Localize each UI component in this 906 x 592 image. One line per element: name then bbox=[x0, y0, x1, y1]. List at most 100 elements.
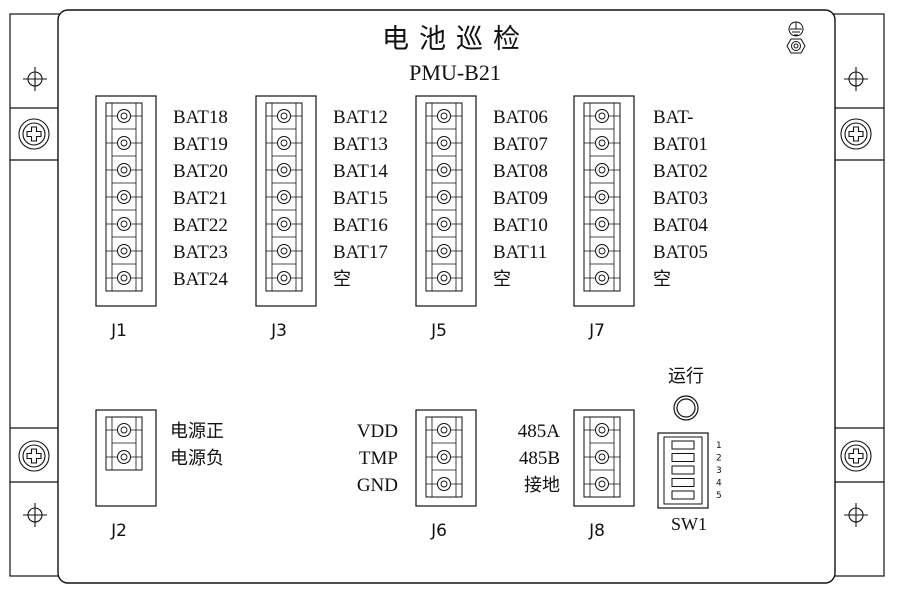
terminal-pin bbox=[426, 423, 462, 444]
terminal-pin bbox=[426, 450, 462, 471]
terminal-pin bbox=[266, 217, 302, 238]
connector-id: J7 bbox=[588, 321, 605, 341]
terminal-label: 485B bbox=[519, 448, 560, 469]
terminal-pin bbox=[426, 136, 462, 157]
terminal-housing bbox=[95, 95, 157, 307]
connector-id: J3 bbox=[270, 321, 287, 341]
terminal-label: 接地 bbox=[524, 475, 560, 496]
terminal-pin bbox=[266, 109, 302, 130]
dip-position-number: 2 bbox=[716, 454, 722, 464]
terminal-label: BAT03 bbox=[653, 188, 708, 209]
model-number: PMU-B21 bbox=[409, 60, 501, 85]
terminal-label: BAT08 bbox=[493, 161, 548, 182]
crosshair-hole-icon bbox=[23, 503, 47, 527]
terminal-label: BAT09 bbox=[493, 188, 548, 209]
terminal-pin bbox=[426, 109, 462, 130]
run-indicator-label: 运行 bbox=[668, 366, 704, 387]
terminal-housing bbox=[255, 95, 317, 307]
terminal-pin bbox=[426, 163, 462, 184]
left-bracket bbox=[9, 13, 61, 577]
terminal-pin bbox=[584, 190, 620, 211]
terminal-housing bbox=[573, 409, 635, 507]
terminal-pin bbox=[584, 244, 620, 265]
terminal-pin bbox=[106, 190, 142, 211]
terminal-pin bbox=[106, 423, 142, 444]
terminal-pin bbox=[266, 244, 302, 265]
terminal-label: 485A bbox=[518, 421, 561, 442]
phillips-screw-icon bbox=[18, 118, 50, 150]
terminal-label: 电源负 bbox=[170, 448, 224, 469]
dip-switch-slot[interactable] bbox=[671, 490, 695, 500]
terminal-label: BAT04 bbox=[653, 215, 708, 236]
ground-stud-icon bbox=[786, 38, 806, 54]
terminal-label: BAT24 bbox=[173, 269, 228, 290]
terminal-label: BAT20 bbox=[173, 161, 228, 182]
connector-id: J1 bbox=[110, 321, 127, 341]
terminal-pin bbox=[584, 477, 620, 491]
phillips-screw-icon bbox=[840, 118, 872, 150]
terminal-label: TMP bbox=[359, 448, 398, 469]
terminal-block-j8: 485A 485B 接地 J8 bbox=[518, 409, 635, 541]
terminal-housing bbox=[415, 409, 477, 507]
terminal-label: 空 bbox=[333, 269, 351, 290]
terminal-pin bbox=[106, 217, 142, 238]
terminal-pin bbox=[106, 109, 142, 130]
connector-id: J6 bbox=[430, 521, 447, 541]
crosshair-hole-icon bbox=[23, 67, 47, 91]
terminal-pin bbox=[584, 271, 620, 285]
terminal-pin bbox=[266, 163, 302, 184]
terminal-label: BAT18 bbox=[173, 107, 228, 128]
terminal-pin bbox=[584, 163, 620, 184]
terminal-pin bbox=[584, 450, 620, 471]
terminal-label: BAT19 bbox=[173, 134, 228, 155]
terminal-label: BAT15 bbox=[333, 188, 388, 209]
dip-switch-slot[interactable] bbox=[671, 453, 695, 462]
dip-position-number: 3 bbox=[716, 466, 722, 476]
terminal-pin bbox=[106, 136, 142, 157]
panel-title: 电池巡检 bbox=[382, 24, 530, 55]
phillips-screw-icon bbox=[18, 440, 50, 472]
terminal-label: BAT21 bbox=[173, 188, 228, 209]
terminal-housing bbox=[415, 95, 477, 307]
terminal-pin bbox=[584, 217, 620, 238]
terminal-label: BAT01 bbox=[653, 134, 708, 155]
ground-symbol-icon bbox=[788, 21, 804, 37]
dip-switch-slot[interactable] bbox=[671, 478, 695, 487]
right-bracket bbox=[833, 13, 885, 577]
mounting-hardware bbox=[18, 67, 872, 527]
terminal-pin bbox=[584, 136, 620, 157]
terminal-housing bbox=[95, 409, 157, 507]
dip-switch-slot[interactable] bbox=[671, 465, 695, 475]
terminal-label: 空 bbox=[493, 269, 511, 290]
terminal-label: 空 bbox=[653, 269, 671, 290]
led-indicator-icon bbox=[673, 395, 699, 421]
crosshair-hole-icon bbox=[844, 503, 868, 527]
terminal-label: BAT22 bbox=[173, 215, 228, 236]
terminal-plug bbox=[105, 416, 143, 471]
terminal-pin bbox=[426, 271, 462, 285]
terminal-pin bbox=[426, 217, 462, 238]
dip-switch-slot[interactable] bbox=[671, 440, 695, 450]
connector-id: J8 bbox=[588, 521, 605, 541]
terminal-blocks: BAT18BAT19BAT20BAT21BAT22BAT23BAT24J1BAT… bbox=[95, 95, 708, 541]
terminal-label: BAT11 bbox=[493, 242, 547, 263]
phillips-screw-icon bbox=[840, 440, 872, 472]
terminal-label: BAT13 bbox=[333, 134, 388, 155]
terminal-housing bbox=[573, 95, 635, 307]
terminal-pin bbox=[266, 190, 302, 211]
terminal-label: BAT17 bbox=[333, 242, 388, 263]
terminal-label: BAT06 bbox=[493, 107, 548, 128]
terminal-pin bbox=[106, 244, 142, 265]
connector-id: J2 bbox=[110, 521, 127, 541]
terminal-label: BAT12 bbox=[333, 107, 388, 128]
terminal-pin bbox=[266, 271, 302, 285]
terminal-pin bbox=[426, 190, 462, 211]
